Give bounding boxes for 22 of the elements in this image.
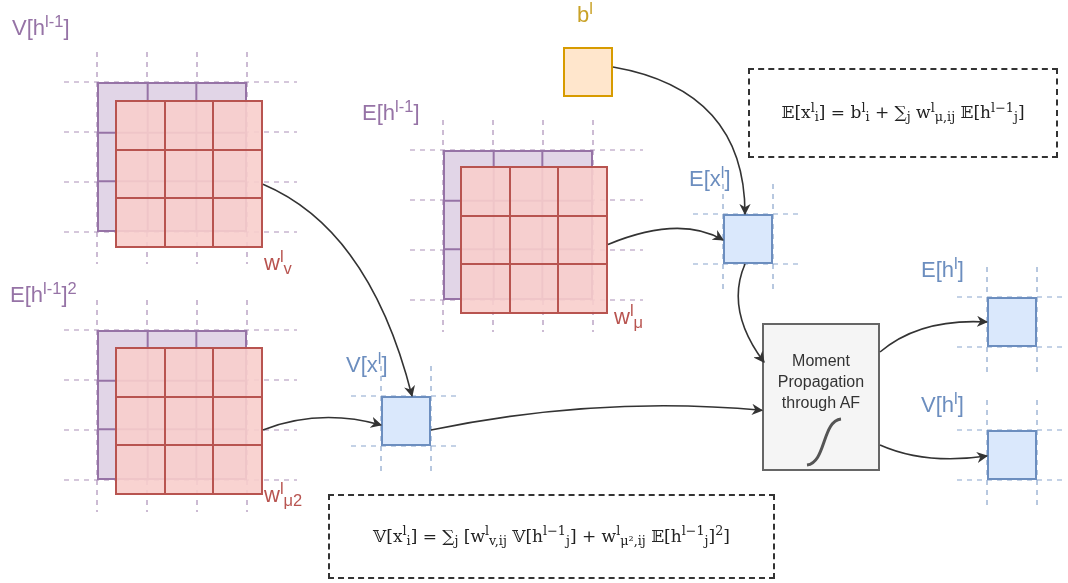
matrix-label: E[h$^{l-1}$] (362, 102, 420, 124)
formula-box (748, 68, 1058, 158)
formula-box (328, 494, 775, 579)
matrix-label: E[h$^{l-1}$]$^{2}$ (10, 284, 77, 306)
curved-arrow (262, 183, 415, 398)
matrix-label: E[x$^{l}$] (689, 168, 731, 190)
curved-arrow (430, 403, 764, 431)
curved-arrow (879, 316, 989, 353)
matrix-label: E[h$^{l}$] (921, 259, 964, 281)
formula-text: 𝕍[x$^{l}$$_{i}$] = ∑$_{j}$ [w$^{l}$$_{v,ij}$ 𝕍[h$^{l−1}$$_{j}$] + w$^{l}$$_{μ²,ij}$ 𝔼[h$^{l−1}$$_{j}$]$^{2}$] (373, 523, 730, 550)
curved-arrow (607, 227, 724, 246)
box-text: Moment Propagation through AF (776, 350, 866, 413)
matrix-label: V[h$^{l}$] (921, 394, 964, 416)
curved-arrow (879, 444, 989, 463)
formula-text: 𝔼[x$^{l}$$_{i}$] = b$^{l}$$_{i}$ + ∑$_{j}$ w$^{l}$$_{μ,ij}$ 𝔼[h$^{l−1}$$_{j}$] (781, 100, 1025, 126)
curved-arrow (737, 263, 765, 363)
curved-arrow (262, 416, 383, 431)
curved-arrow (612, 66, 751, 216)
matrix-label: V[h$^{l-1}$] (12, 17, 70, 39)
matrix-label: V[x$^{l}$] (346, 354, 388, 376)
matrix-label: b$^{l}$ (577, 4, 593, 26)
process-box (762, 323, 880, 471)
